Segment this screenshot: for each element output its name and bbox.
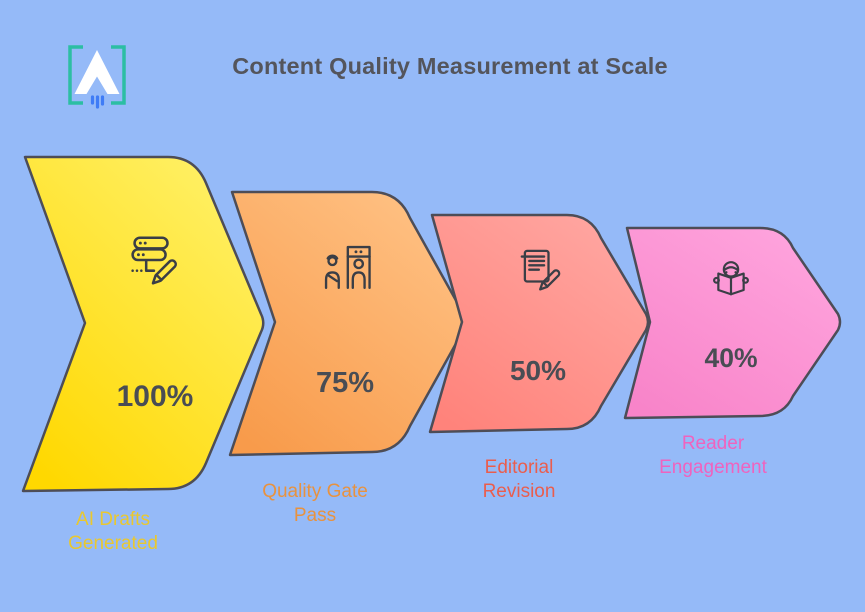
logo-exhaust-lines [90, 95, 105, 109]
quality-gate-icon [324, 245, 371, 290]
stage-2-label: Quality Gate Pass [262, 481, 368, 527]
stage-3-value: 50% [509, 355, 567, 386]
funnel-stage-1-shape [21, 155, 265, 493]
stage-1-label: AI Drafts Generated [68, 509, 158, 555]
logo-right-bracket [111, 45, 126, 105]
reader-engagement-icon [713, 261, 749, 296]
logo-a-rocket [74, 50, 120, 94]
stage-4-value: 40% [704, 343, 758, 373]
stage-3-label: Editorial Revision [482, 457, 556, 503]
stage-1-value: 100% [116, 380, 194, 413]
page-title: Content Quality Measurement at Scale [232, 53, 668, 79]
editorial-revision-icon [520, 249, 561, 291]
funnel-stage-4-shape [623, 226, 842, 420]
stage-2-value: 75% [315, 367, 375, 399]
logo-left-bracket [68, 45, 83, 105]
stage-4-label: Reader Engagement [659, 433, 767, 479]
brand-logo [68, 45, 126, 109]
ai-drafts-icon [131, 236, 177, 285]
funnel-stage-3-shape [428, 213, 650, 434]
